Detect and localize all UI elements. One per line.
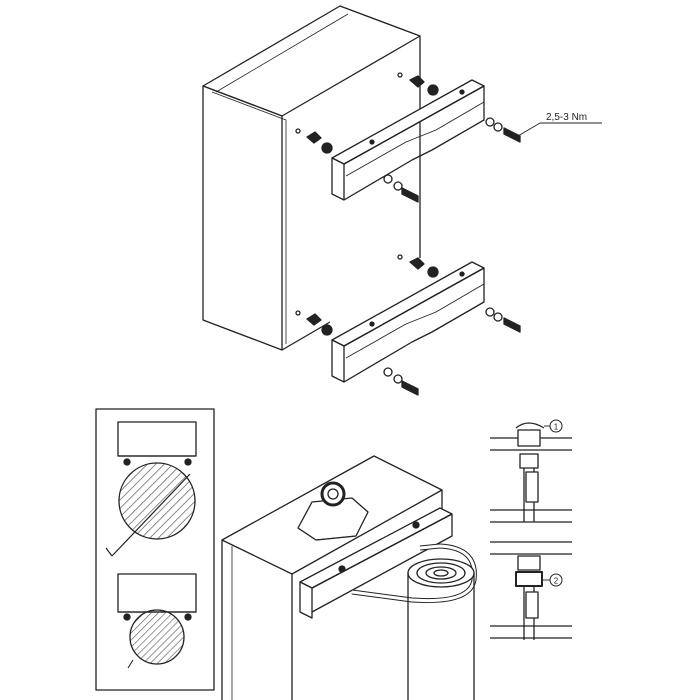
upper-bracket-fasteners — [295, 72, 602, 203]
nut-detail-step-2 — [490, 541, 572, 640]
torque-label: 2,5-3 Nm — [546, 112, 587, 123]
pole-mount-view — [221, 455, 477, 700]
nut-detail-step-1 — [490, 422, 572, 523]
step-1-label: 1 — [554, 423, 559, 432]
enclosure-box — [202, 5, 421, 351]
step-2-label: 2 — [554, 577, 559, 586]
lower-bracket-fasteners — [295, 254, 521, 396]
pole-cross-section-inset — [95, 408, 215, 691]
upper-wall-bracket — [331, 79, 485, 201]
lower-wall-bracket — [331, 261, 485, 383]
step-2-marker — [549, 573, 563, 587]
step-1-marker — [549, 419, 563, 433]
